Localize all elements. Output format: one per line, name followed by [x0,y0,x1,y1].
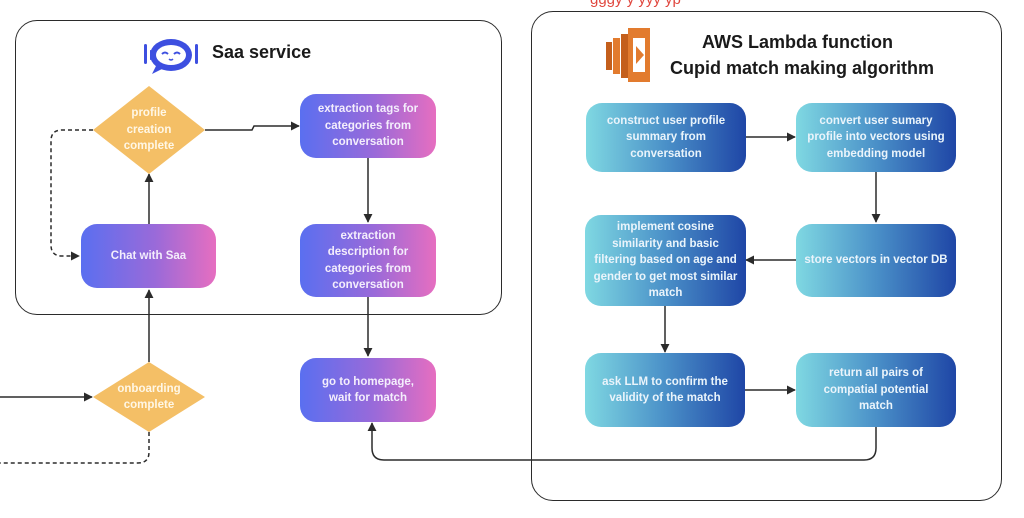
edge-onboarding-to-external-dashed [0,432,150,464]
node-extraction-tags: extraction tags for categories from conv… [300,94,436,158]
edge-profile-to-tags [205,121,300,131]
node-chat-with-saa: Chat with Saa [81,224,216,288]
lambda-title-line2: Cupid match making algorithm [670,58,935,78]
saa-service-container [15,20,502,315]
decision-label: onboarding complete [117,382,181,412]
saa-service-title: Saa service [212,42,312,62]
decision-profile-creation-complete: profile creation complete [93,86,205,174]
edge-return-to-homepage [367,422,877,461]
aws-lambda-icon [606,28,652,82]
lambda-title-line1: AWS Lambda function [702,32,893,52]
node-ask-llm: ask LLM to confirm the validity of the m… [585,353,745,427]
node-store-vectors: store vectors in vector DB [796,224,956,297]
node-construct-summary: construct user profile summary from conv… [586,103,746,172]
node-return-pairs: return all pairs of compatial potential … [796,353,956,427]
node-go-to-homepage: go to homepage, wait for match [300,358,436,422]
node-extraction-description: extraction description for categories fr… [300,224,436,297]
cropped-header-text: gggy y yyy yp [590,0,681,8]
decision-onboarding-complete: onboarding complete [93,362,205,432]
node-cosine-similarity: implement cosine similarity and basic fi… [585,215,746,306]
decision-label: profile creation complete [123,107,175,153]
lambda-container [531,11,1002,501]
robot-chat-icon [142,36,200,76]
node-convert-vectors: convert user sumary profile into vectors… [796,103,956,172]
edge-profile-to-chat-dashed [50,129,93,261]
